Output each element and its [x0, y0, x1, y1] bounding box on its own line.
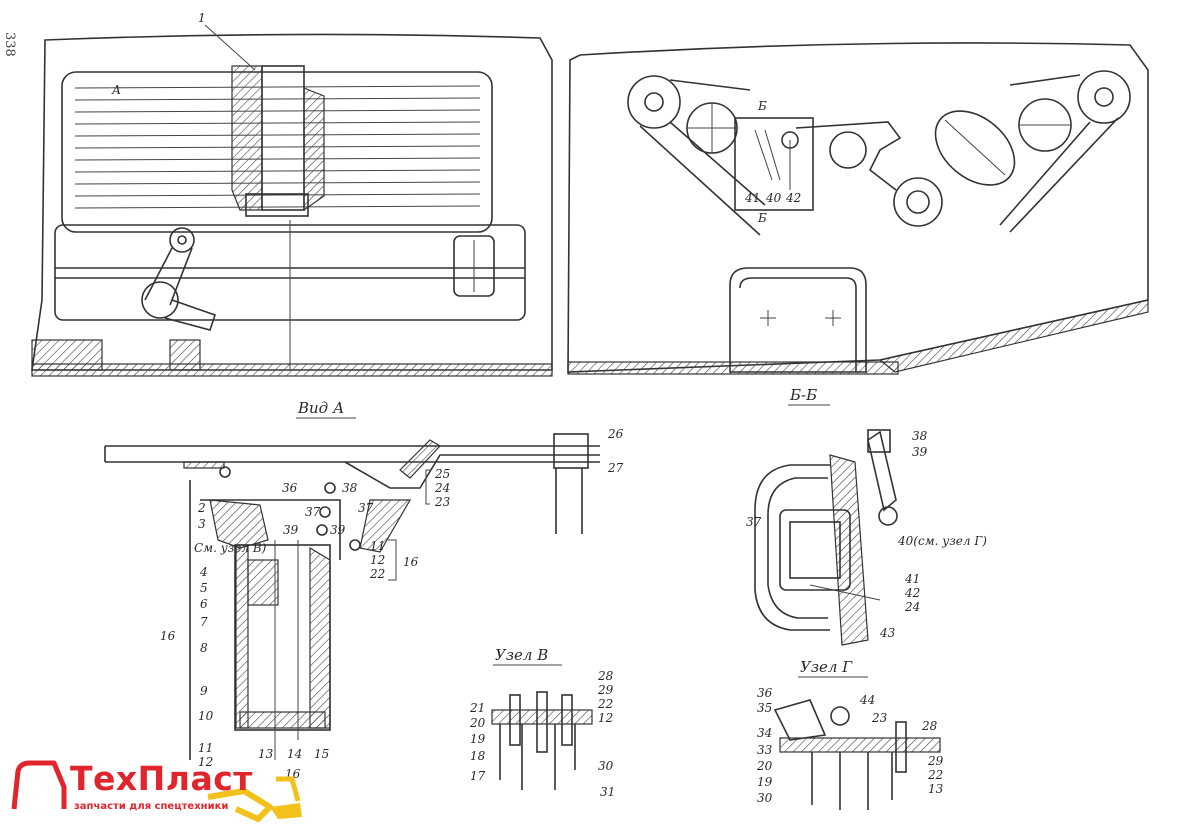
va-see-node: См. узел В)	[194, 541, 267, 555]
section-bb: Б-Б 38 39 37 40(см. узел Г) 41 42 24 43	[746, 386, 987, 646]
bb-callout-40: 40(см. узел Г)	[897, 534, 987, 548]
va-callout-15: 15	[314, 747, 329, 761]
va-callout-12r: 12	[370, 553, 385, 567]
bb-callout-37: 37	[746, 515, 762, 529]
va-callout-2: 2	[197, 501, 206, 515]
va-callout-4: 4	[199, 565, 208, 579]
bb-callout-42: 42	[904, 586, 920, 600]
va-callout-37b: 37	[358, 501, 374, 515]
va-callout-16r: 16	[403, 555, 419, 569]
va-callout-12: 12	[198, 755, 213, 769]
excavator-logo-icon	[11, 760, 302, 822]
ng-callout-23: 23	[871, 711, 888, 725]
va-callout-37a: 37	[305, 505, 321, 519]
nv-callout-28: 28	[597, 669, 614, 683]
va-callout-10: 10	[198, 709, 214, 723]
va-callout-6: 6	[200, 597, 208, 611]
ng-callout-35: 35	[757, 701, 772, 715]
section-bb-title: Б-Б	[789, 386, 817, 404]
ng-callout-13: 13	[928, 782, 944, 796]
va-callout-11: 11	[198, 741, 213, 755]
view-a: Вид А 2 3 См. узел В) 4 5 6 7 8	[104, 399, 624, 781]
nv-callout-17: 17	[470, 769, 486, 783]
section-mark-b-top: Б	[757, 99, 767, 113]
nv-callout-20: 20	[469, 716, 486, 730]
va-callout-26: 26	[607, 427, 624, 441]
page-number: 338	[2, 32, 17, 57]
bb-callout-24: 24	[904, 600, 920, 614]
ng-callout-44: 44	[859, 693, 875, 707]
va-callout-36: 36	[282, 481, 298, 495]
va-callout-3: 3	[198, 517, 206, 531]
node-v-title: Узел В	[495, 646, 548, 664]
va-callout-23: 23	[434, 495, 451, 509]
logo-brand: ТехПласт	[70, 759, 253, 798]
bb-callout-38: 38	[912, 429, 928, 443]
ng-callout-20: 20	[756, 759, 773, 773]
nv-callout-18: 18	[470, 749, 486, 763]
ng-callout-36: 36	[757, 686, 773, 700]
ng-callout-33: 33	[757, 743, 773, 757]
techplast-logo: ТехПласт запчасти для спецтехники	[8, 757, 308, 823]
va-callout-7: 7	[200, 615, 208, 629]
ng-callout-22: 22	[927, 768, 943, 782]
va-callout-13: 13	[258, 747, 274, 761]
node-g-title: Узел Г	[800, 658, 853, 676]
va-callout-16-left: 16	[160, 629, 176, 643]
va-callout-24: 24	[434, 481, 450, 495]
section-mark-b-bottom: Б	[757, 211, 767, 225]
nv-callout-21: 21	[469, 701, 485, 715]
ng-callout-19: 19	[757, 775, 773, 789]
nv-callout-29: 29	[597, 683, 614, 697]
bb-callout-39: 39	[912, 445, 928, 459]
ng-callout-30: 30	[757, 791, 773, 805]
callout-42: 42	[785, 191, 801, 205]
va-callout-11r: 11	[370, 539, 385, 553]
logo-slogan: запчасти для спецтехники	[74, 801, 229, 812]
va-callout-8: 8	[200, 641, 208, 655]
va-callout-39a: 39	[283, 523, 299, 537]
ng-callout-34: 34	[757, 726, 772, 740]
va-callout-25: 25	[434, 467, 450, 481]
nv-callout-22: 22	[597, 697, 613, 711]
nv-callout-30: 30	[598, 759, 614, 773]
letter-a: А	[111, 83, 121, 97]
va-callout-38: 38	[342, 481, 358, 495]
ng-callout-29: 29	[927, 754, 944, 768]
va-callout-39b: 39	[330, 523, 346, 537]
ng-callout-28: 28	[921, 719, 938, 733]
va-callout-9: 9	[200, 684, 208, 698]
callout-40: 40	[765, 191, 782, 205]
nv-callout-19: 19	[470, 732, 486, 746]
bb-callout-43: 43	[879, 626, 896, 640]
va-callout-22r: 22	[369, 567, 385, 581]
node-v: Узел В 28 29 22 12 21 20 19 18 17 30 31	[469, 646, 615, 799]
node-g: Узел Г 36 35 44 23 34 28 33 20 19 30 29 …	[756, 658, 944, 810]
va-callout-5: 5	[200, 581, 208, 595]
callout-1: 1	[198, 11, 206, 25]
top-left-view: 1 А	[31, 11, 553, 377]
top-right-view: Б Б 41 40 42	[567, 42, 1149, 375]
bb-callout-41: 41	[904, 572, 920, 586]
view-a-title: Вид А	[297, 399, 344, 417]
callout-41: 41	[744, 191, 760, 205]
nv-callout-31: 31	[600, 785, 615, 799]
va-callout-27: 27	[607, 461, 624, 475]
nv-callout-12: 12	[598, 711, 613, 725]
va-callout-14: 14	[287, 747, 302, 761]
